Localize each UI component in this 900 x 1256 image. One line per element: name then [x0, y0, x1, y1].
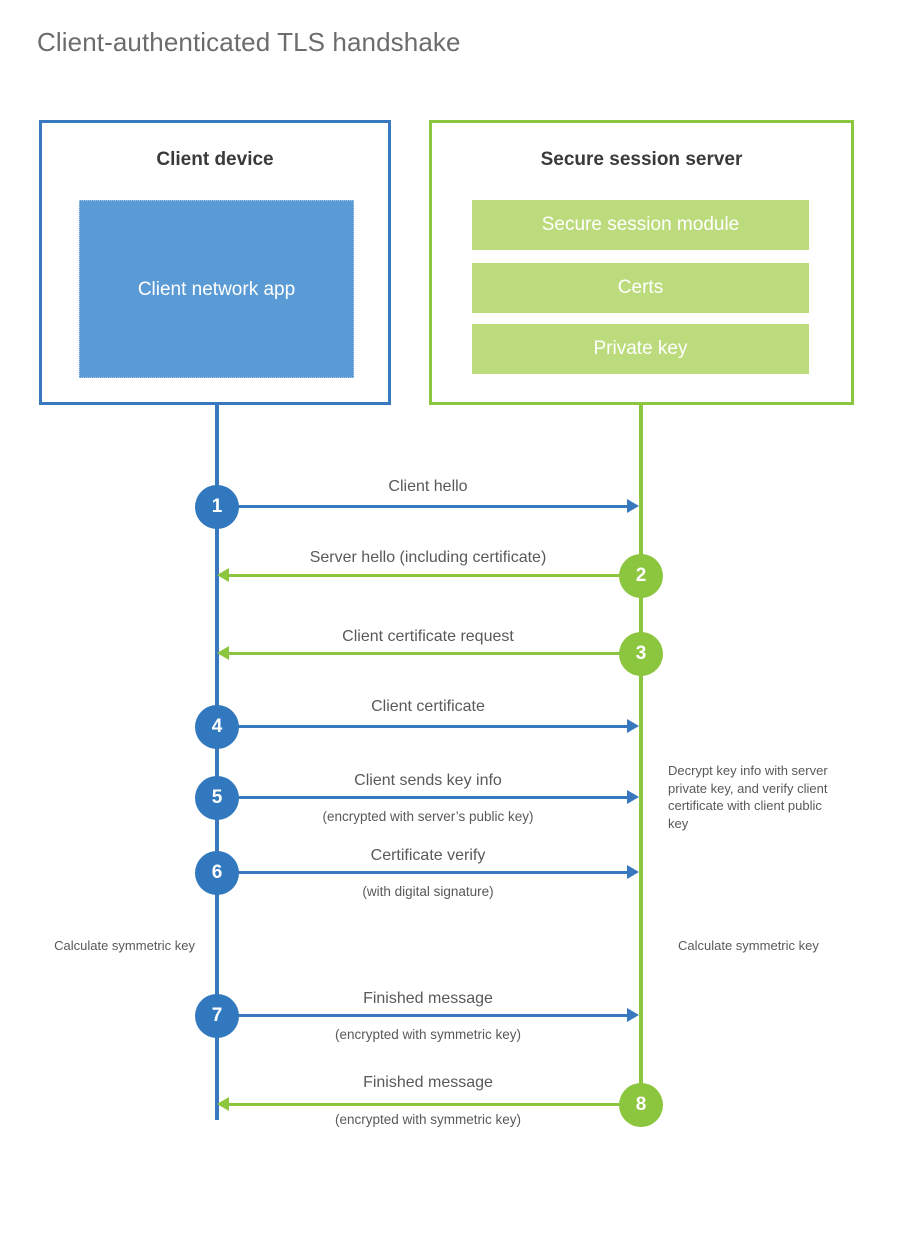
- step-7-sublabel: (encrypted with symmetric key): [334, 1027, 522, 1042]
- client-lifeline: [215, 405, 219, 1120]
- step-8-circle[interactable]: 8: [619, 1083, 663, 1127]
- step-1-label: Client hello: [388, 478, 468, 495]
- step-5-sublabel: (encrypted with server’s public key): [322, 809, 534, 824]
- step-5-circle[interactable]: 5: [195, 776, 239, 820]
- step-3-arrow-line: [229, 652, 641, 655]
- step-3-arrow-head: [217, 646, 229, 660]
- step-4-circle[interactable]: 4: [195, 705, 239, 749]
- step-7-label: Finished message: [363, 990, 493, 1007]
- server-module-secure-session-module: Secure session module: [472, 200, 809, 250]
- step-8-arrow-line: [229, 1103, 641, 1106]
- step-6-arrow-head: [627, 865, 639, 879]
- step-1-arrow-head: [627, 499, 639, 513]
- step-2-circle[interactable]: 2: [619, 554, 663, 598]
- client-device-box: Client device Client network app: [39, 120, 391, 405]
- step-3-label: Client certificate request: [342, 628, 514, 645]
- step-5-arrow-line: [217, 796, 627, 799]
- step-4-arrow-line: [217, 725, 627, 728]
- step-1-arrow-line: [217, 505, 627, 508]
- step-8-label: Finished message: [363, 1074, 493, 1091]
- step-8-sublabel: (encrypted with symmetric key): [334, 1112, 522, 1127]
- step-6-circle[interactable]: 6: [195, 851, 239, 895]
- step-7-circle[interactable]: 7: [195, 994, 239, 1038]
- client-calculate-symmetric-key-annotation: Calculate symmetric key: [54, 938, 195, 953]
- step-5-label: Client sends key info: [354, 772, 502, 789]
- page-title: Client-authenticated TLS handshake: [37, 27, 461, 57]
- secure-session-server-title: Secure session server: [540, 149, 743, 170]
- step-4-label: Client certificate: [371, 698, 485, 715]
- step-6-arrow-line: [217, 871, 627, 874]
- step-6-sublabel: (with digital signature): [362, 884, 494, 899]
- step-8-arrow-head: [217, 1097, 229, 1111]
- step-2-arrow-line: [229, 574, 641, 577]
- step-5-arrow-head: [627, 790, 639, 804]
- step-2-arrow-head: [217, 568, 229, 582]
- step-6-label: Certificate verify: [370, 847, 486, 864]
- server-module-certs: Certs: [472, 263, 809, 313]
- server-module-private-key: Private key: [472, 324, 809, 374]
- client-device-title: Client device: [156, 149, 274, 170]
- step-4-arrow-head: [627, 719, 639, 733]
- client-network-app-block: Client network app: [79, 200, 354, 378]
- server-lifeline: [639, 405, 643, 1107]
- server-calculate-symmetric-key-annotation: Calculate symmetric key: [678, 938, 819, 953]
- step-2-label: Server hello (including certificate): [309, 549, 547, 566]
- server-decrypt-annotation: Decrypt key info with server private key…: [668, 763, 828, 831]
- step-7-arrow-head: [627, 1008, 639, 1022]
- step-3-circle[interactable]: 3: [619, 632, 663, 676]
- secure-session-server-box: Secure session server Secure session mod…: [429, 120, 854, 405]
- step-1-circle[interactable]: 1: [195, 485, 239, 529]
- step-7-arrow-line: [217, 1014, 627, 1017]
